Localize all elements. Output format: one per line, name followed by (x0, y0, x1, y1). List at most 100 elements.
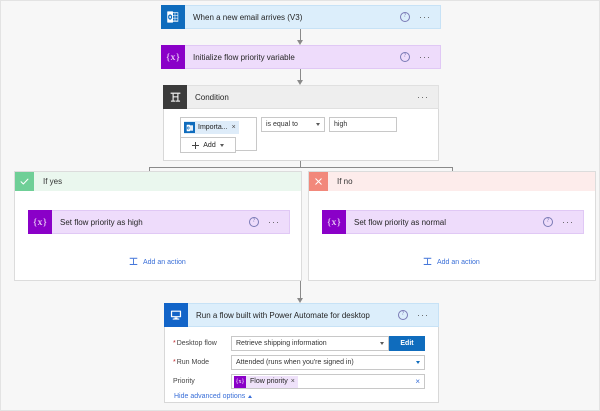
variable-token-icon: {x} (234, 375, 246, 388)
connector-merge-to-desktop (300, 289, 301, 301)
variable-icon: {x} (28, 210, 52, 234)
clear-field-icon[interactable]: × (415, 377, 420, 386)
connector-variable-to-condition (300, 69, 301, 82)
branch-card-if-yes: If yes {x} Set flow priority as high ? ·… (14, 171, 302, 281)
desktop-flow-dropdown[interactable]: Retrieve shipping information (231, 336, 389, 351)
close-icon (309, 172, 328, 191)
condition-card: Condition ··· (163, 85, 439, 161)
branch-card-if-no: If no {x} Set flow priority as normal ? … (308, 171, 596, 281)
svg-text:{x}: {x} (327, 217, 341, 228)
required-asterisk: * (173, 339, 176, 347)
action-card-initialize-variable[interactable]: {x} Initialize flow priority variable ? … (161, 45, 441, 69)
add-an-action-link-no[interactable]: Add an action (422, 256, 480, 269)
chevron-down-icon (219, 143, 224, 147)
desktop-flow-body: * Desktop flow Retrieve shipping informa… (164, 327, 439, 403)
arrow-head-icon (297, 80, 303, 85)
field-row-desktop-flow: * Desktop flow Retrieve shipping informa… (173, 336, 433, 351)
help-icon[interactable]: ? (400, 12, 410, 22)
variable-action-actions: ? ··· (400, 52, 440, 62)
condition-operator-dropdown[interactable]: is equal to (261, 117, 325, 132)
required-asterisk: * (173, 358, 176, 366)
field-label-priority: Priority (173, 378, 195, 385)
outlook-icon (161, 5, 185, 29)
more-options-icon[interactable]: ··· (562, 217, 574, 227)
more-options-icon[interactable]: ··· (417, 310, 429, 320)
remove-token-icon[interactable]: × (231, 124, 236, 131)
add-action-label: Add an action (437, 259, 480, 266)
action-card-set-priority-high[interactable]: {x} Set flow priority as high ? ··· (28, 210, 290, 234)
add-action-icon (128, 256, 139, 269)
branch-header-if-yes: If yes (15, 172, 301, 191)
svg-text:{x}: {x} (166, 52, 180, 63)
arrow-head-icon (297, 40, 303, 45)
trigger-actions: ? ··· (400, 12, 440, 22)
action-title: Set flow priority as high (60, 217, 143, 227)
trigger-card-email[interactable]: When a new email arrives (V3) ? ··· (161, 5, 441, 29)
condition-header[interactable]: Condition ··· (163, 85, 439, 109)
connector-branch-horizontal (149, 167, 452, 168)
hide-advanced-options-link[interactable]: Hide advanced options (174, 393, 253, 400)
branch-label-if-no: If no (337, 177, 353, 186)
branch-header-if-no: If no (309, 172, 595, 191)
field-row-priority: Priority {x} Flow priority × × (173, 374, 433, 389)
connector-branch-merge (300, 281, 301, 289)
chevron-down-icon (380, 342, 384, 345)
flow-priority-token[interactable]: {x} Flow priority × (234, 375, 298, 388)
desktop-monitor-icon (164, 303, 188, 327)
help-icon[interactable]: ? (543, 217, 553, 227)
branch-label-if-yes: If yes (43, 177, 63, 186)
dynamic-content-token[interactable]: Importa... × (184, 121, 239, 134)
connector-to-yes-branch (149, 167, 150, 171)
run-mode-dropdown[interactable]: Attended (runs when you're signed in) (231, 355, 425, 370)
variable-icon: {x} (322, 210, 346, 234)
arrow-head-icon (297, 298, 303, 303)
variable-icon: {x} (161, 45, 185, 69)
condition-value-input[interactable]: high (329, 117, 397, 132)
more-options-icon[interactable]: ··· (419, 52, 431, 62)
help-icon[interactable]: ? (400, 52, 410, 62)
add-condition-button[interactable]: Add (180, 137, 236, 153)
connector-trigger-to-variable (300, 29, 301, 42)
field-label-desktop-flow: * Desktop flow (173, 339, 217, 347)
condition-title: Condition (195, 92, 229, 102)
trigger-title: When a new email arrives (V3) (193, 12, 303, 22)
more-options-icon[interactable]: ··· (419, 12, 431, 22)
condition-value-text: high (334, 121, 348, 128)
add-action-icon (422, 256, 433, 269)
operator-value: is equal to (266, 121, 298, 128)
add-action-label: Add an action (143, 259, 186, 266)
more-options-icon[interactable]: ··· (268, 217, 280, 227)
remove-token-icon[interactable]: × (290, 378, 295, 385)
condition-icon (163, 85, 187, 109)
action-actions: ? ··· (543, 217, 583, 227)
field-label-run-mode: * Run Mode (173, 358, 210, 366)
chevron-down-icon (316, 123, 320, 126)
field-row-run-mode: * Run Mode Attended (runs when you're si… (173, 355, 433, 370)
add-an-action-link-yes[interactable]: Add an action (128, 256, 186, 269)
check-icon (15, 172, 34, 191)
add-button-label: Add (203, 141, 216, 149)
condition-actions: ··· (417, 92, 438, 102)
advanced-options-label: Hide advanced options (174, 393, 246, 400)
action-title: Set flow priority as normal (354, 217, 447, 227)
condition-body: Importa... × is equal to high Add (163, 109, 439, 161)
token-label: Flow priority (250, 378, 288, 385)
chevron-down-icon (416, 361, 420, 364)
desktop-flow-value: Retrieve shipping information (236, 340, 327, 347)
variable-action-title: Initialize flow priority variable (193, 52, 295, 62)
help-icon[interactable]: ? (249, 217, 259, 227)
more-options-icon[interactable]: ··· (417, 92, 429, 102)
action-card-set-priority-normal[interactable]: {x} Set flow priority as normal ? ··· (322, 210, 584, 234)
desktop-flow-card: Run a flow built with Power Automate for… (164, 303, 439, 403)
token-label: Importa... (198, 124, 228, 131)
help-icon[interactable]: ? (398, 310, 408, 320)
connector-condition-split (300, 161, 301, 167)
priority-token-input[interactable]: {x} Flow priority × × (231, 374, 425, 389)
connector-to-no-branch (452, 167, 453, 171)
action-actions: ? ··· (249, 217, 289, 227)
edit-button[interactable]: Edit (389, 336, 425, 351)
desktop-flow-actions: ? ··· (398, 310, 438, 320)
run-mode-value: Attended (runs when you're signed in) (236, 359, 354, 366)
desktop-flow-header[interactable]: Run a flow built with Power Automate for… (164, 303, 439, 327)
